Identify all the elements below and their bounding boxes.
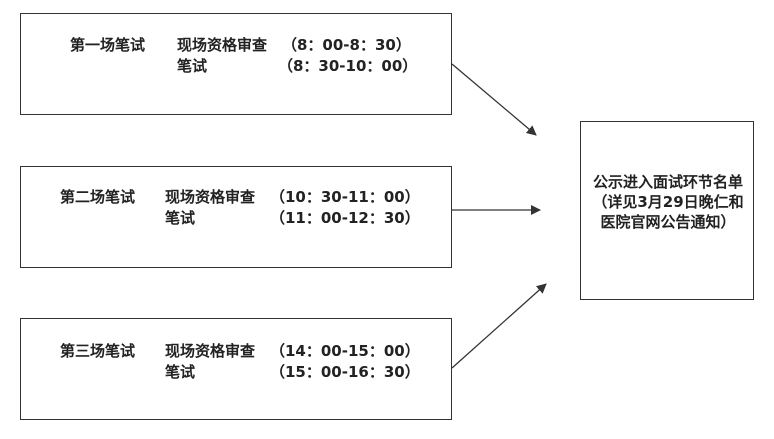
session-3-name: 第三场笔试: [60, 342, 136, 360]
session-2-check-label: 现场资格审查: [165, 188, 256, 206]
session-1-exam-time: （8：30-10：00）: [278, 57, 418, 75]
session-2-name: 第二场笔试: [60, 188, 136, 206]
session-3-box: [20, 318, 452, 420]
session-3-check-label: 现场资格审查: [165, 342, 256, 360]
session-2-box: [20, 166, 452, 268]
session-2-exam-label: 笔试: [165, 209, 196, 227]
session-2-check-time: （10：30-11：00）: [270, 188, 420, 206]
result-text: 公示进入面试环节名单（详见3月29日晚仁和医院官网公告通知）: [592, 173, 744, 231]
session-3-exam-label: 笔试: [165, 363, 196, 381]
session-1-check-label: 现场资格审查: [177, 36, 268, 54]
session-1-box: [20, 13, 452, 115]
session-1-check-time: （8：00-8：30）: [282, 36, 411, 54]
session-1-name: 第一场笔试: [70, 36, 146, 54]
session-3-check-time: （14：00-15：00）: [270, 342, 420, 360]
arrow-session-3: [451, 283, 547, 369]
result-box: [580, 121, 754, 300]
session-1-exam-label: 笔试: [177, 57, 208, 75]
session-2-exam-time: （11：00-12：30）: [270, 209, 420, 227]
arrow-session-1: [451, 63, 537, 136]
session-3-exam-time: （15：00-16：30）: [270, 363, 420, 381]
